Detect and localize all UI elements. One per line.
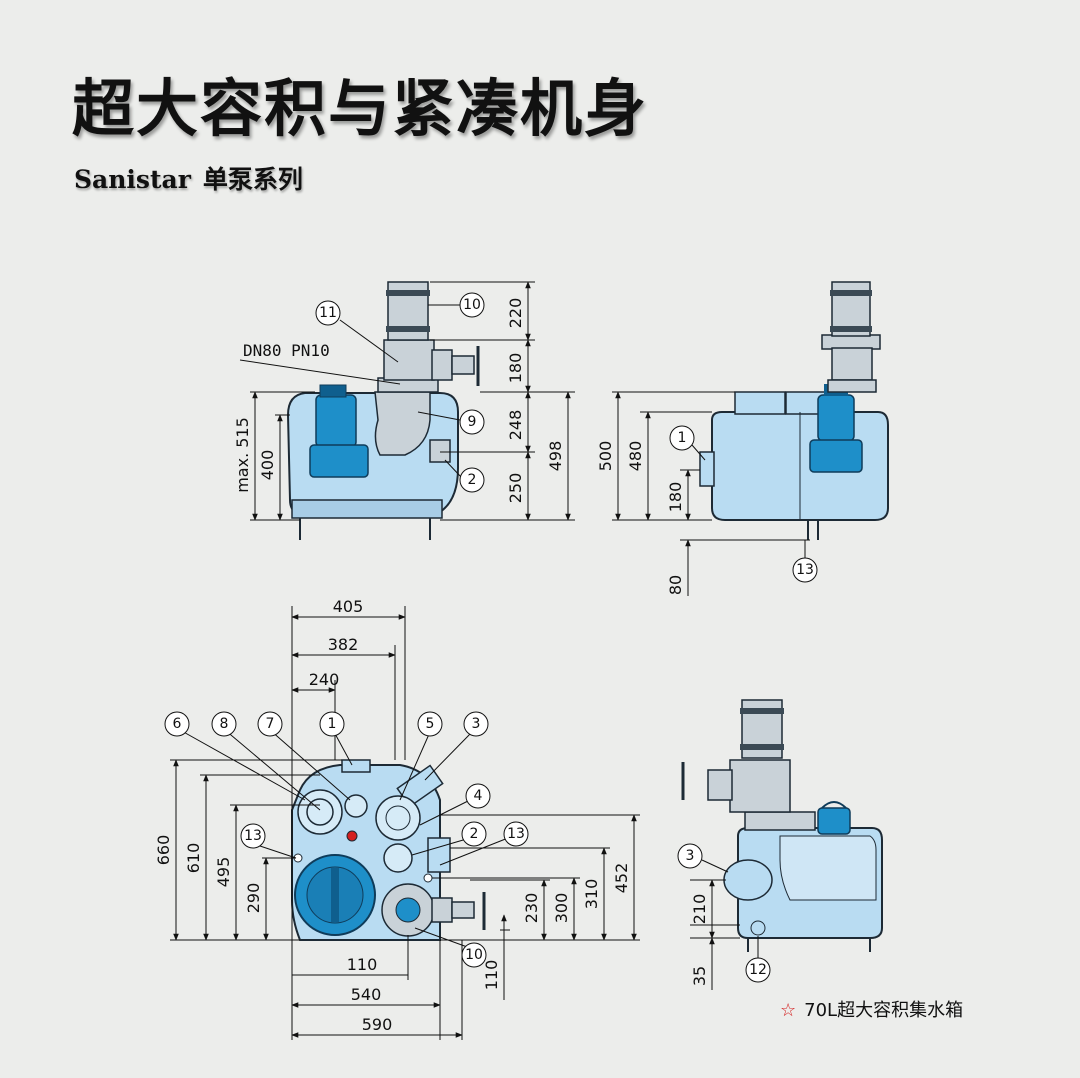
svg-text:6: 6 [173,716,182,732]
dim-180-side: 180 [666,482,685,513]
svg-text:2: 2 [468,472,477,488]
callout-2-top: 2 [461,821,487,847]
svg-text:13: 13 [796,562,814,578]
svg-text:4: 4 [474,788,483,804]
svg-text:3: 3 [686,848,695,864]
star-icon: ☆ [780,1000,797,1021]
svg-text:10: 10 [465,947,483,963]
dim-400: 400 [258,450,277,481]
subtitle-series: 单泵系列 [202,165,303,194]
dim-248: 248 [506,410,525,441]
dim-610: 610 [184,843,203,874]
callout-1-side: 1 [669,425,695,451]
callout-11-front: 11 [315,300,341,326]
front-view: DN80 PN10 220 180 248 250 498 max. 515 4… [233,281,575,540]
callout-7-top: 7 [257,711,283,737]
dim-210: 210 [690,894,709,925]
dim-452: 452 [612,863,631,894]
dim-498: 498 [546,441,565,472]
callout-2-front: 2 [459,467,485,493]
svg-text:13: 13 [244,828,262,844]
svg-text:9: 9 [468,414,477,430]
dim-80: 80 [666,575,685,595]
callout-13-top-left: 13 [240,823,266,849]
rear-inlet-3 [723,859,773,901]
dim-35: 35 [690,966,709,986]
callout-4-top: 4 [465,783,491,809]
callout-3-rear: 3 [677,843,703,869]
dim-250: 250 [506,473,525,504]
page-title: 超大容积与紧凑机身 [72,72,649,145]
svg-text:10: 10 [463,297,481,313]
callout-5-top: 5 [417,711,443,737]
rear-view: 210 35 3 12 [677,699,883,990]
page-subtitle: Sanistar 单泵系列 [74,160,303,196]
svg-text:13: 13 [507,826,525,842]
svg-text:1: 1 [678,430,687,446]
svg-text:7: 7 [266,716,275,732]
svg-text:11: 11 [319,305,337,321]
callout-8-top: 8 [211,711,237,737]
front-pump-motor [315,394,357,448]
callout-1-top: 1 [319,711,345,737]
subtitle-brand: Sanistar [74,165,191,194]
front-elbow-9 [374,391,431,456]
dim-max-515: max. 515 [233,417,252,493]
callout-9-front: 9 [459,409,485,435]
svg-text:3: 3 [472,716,481,732]
front-valve-11 [383,339,435,381]
svg-text:5: 5 [426,716,435,732]
footnote: ☆ 70L超大容积集水箱 [780,996,963,1022]
callout-10-top: 10 [461,942,487,968]
svg-text:12: 12 [749,962,767,978]
dim-220: 220 [506,298,525,329]
dim-110-vertical: 110 [482,960,501,991]
dim-240: 240 [309,670,340,689]
dim-405: 405 [333,597,364,616]
dim-290: 290 [244,883,263,914]
front-pump-body [309,444,369,478]
dim-480: 480 [626,441,645,472]
front-tank-base [291,499,443,519]
svg-text:2: 2 [470,826,479,842]
rear-pump-motor [817,807,851,835]
callout-6-top: 6 [164,711,190,737]
dim-495: 495 [214,857,233,888]
svg-text:1: 1 [328,716,337,732]
dim-300: 300 [552,893,571,924]
side-pump-motor [817,394,855,442]
dim-230: 230 [522,893,541,924]
callout-12-rear: 12 [745,957,771,983]
svg-text:8: 8 [220,716,229,732]
top-view: 405 382 240 660 610 495 290 452 310 300 … [154,597,640,1040]
dim-310: 310 [582,879,601,910]
dim-110-horizontal: 110 [347,955,378,974]
dim-180: 180 [506,353,525,384]
dim-382: 382 [328,635,359,654]
front-connection-label: DN80 PN10 [243,341,330,360]
footnote-text: 70L超大容积集水箱 [804,1000,964,1021]
callout-3-top: 3 [463,711,489,737]
dim-500: 500 [596,441,615,472]
dim-540: 540 [351,985,382,1004]
callout-13-side: 13 [792,557,818,583]
callout-13-top-right: 13 [503,821,529,847]
dim-660: 660 [154,835,173,866]
dim-590: 590 [362,1015,393,1034]
side-view: 500 480 180 80 1 13 [596,281,889,596]
callout-10-front: 10 [459,292,485,318]
